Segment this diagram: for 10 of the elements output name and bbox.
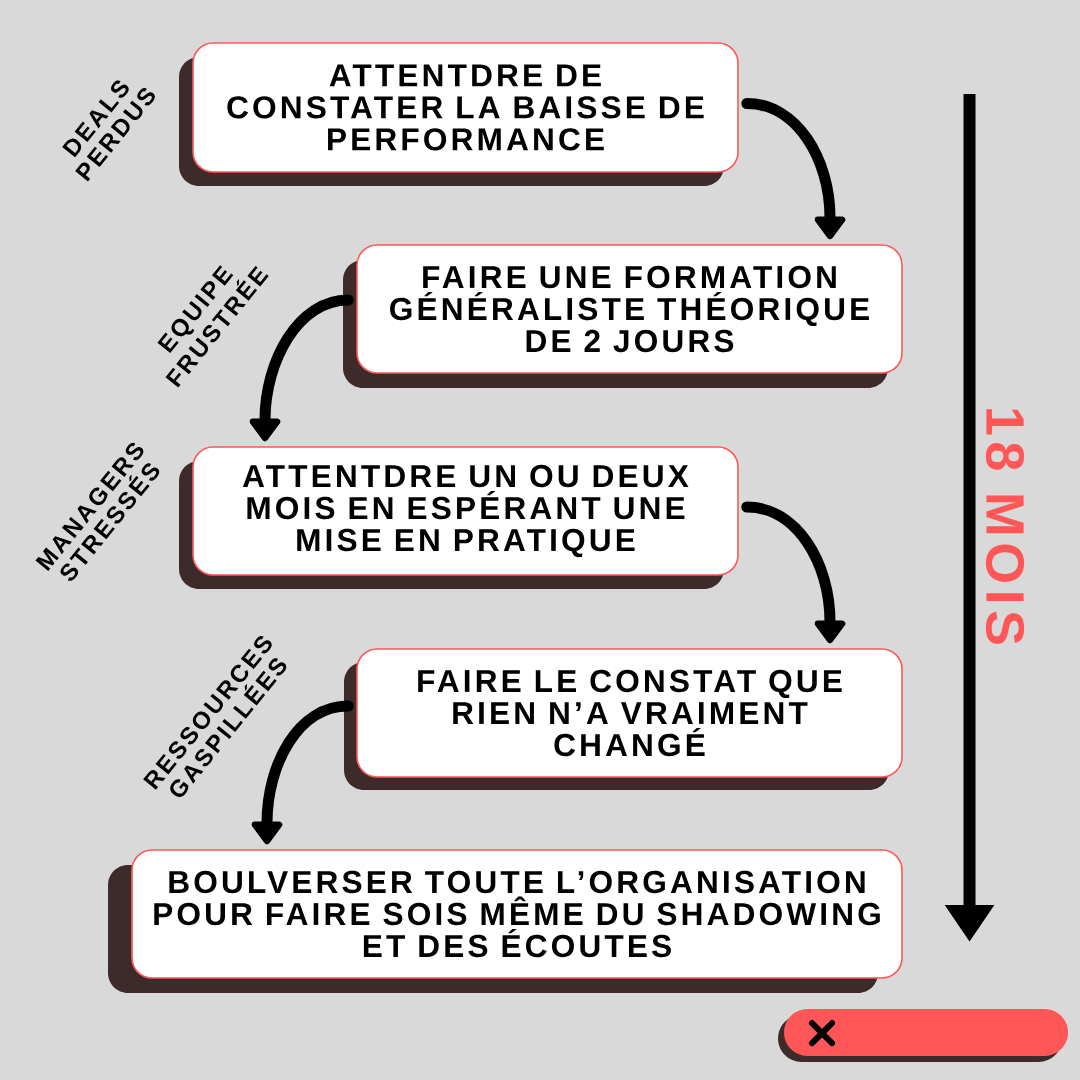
curved-arrow: [741, 501, 846, 644]
step-box: BOULVERSER TOUTE L’ORGANISATION POUR FAIRE SOIS MÊME DU SHADOWING ET DES ÉCOUTES: [108, 849, 903, 993]
step-box: ATTENTDRE UN OU DEUX MOIS EN ESPÉRANT UNE MISE EN PRATIQUE: [179, 446, 739, 589]
curved-arrow: [249, 294, 354, 442]
step-box: ATTENTDRE DE CONSTATER LA BAISSE DE PERFORMANCE: [179, 42, 739, 186]
step-box: FAIRE UNE FORMATION GÉNÉRALISTE THÉORIQUE DE 2 JOURS: [343, 244, 903, 388]
curved-arrow: [741, 98, 846, 240]
step-box: FAIRE LE CONSTAT QUE RIEN N’A VRAIMENT CHANGÉ: [344, 648, 903, 790]
timeline-label: 18 MOIS: [985, 409, 1025, 644]
curved-arrow: [251, 700, 354, 845]
